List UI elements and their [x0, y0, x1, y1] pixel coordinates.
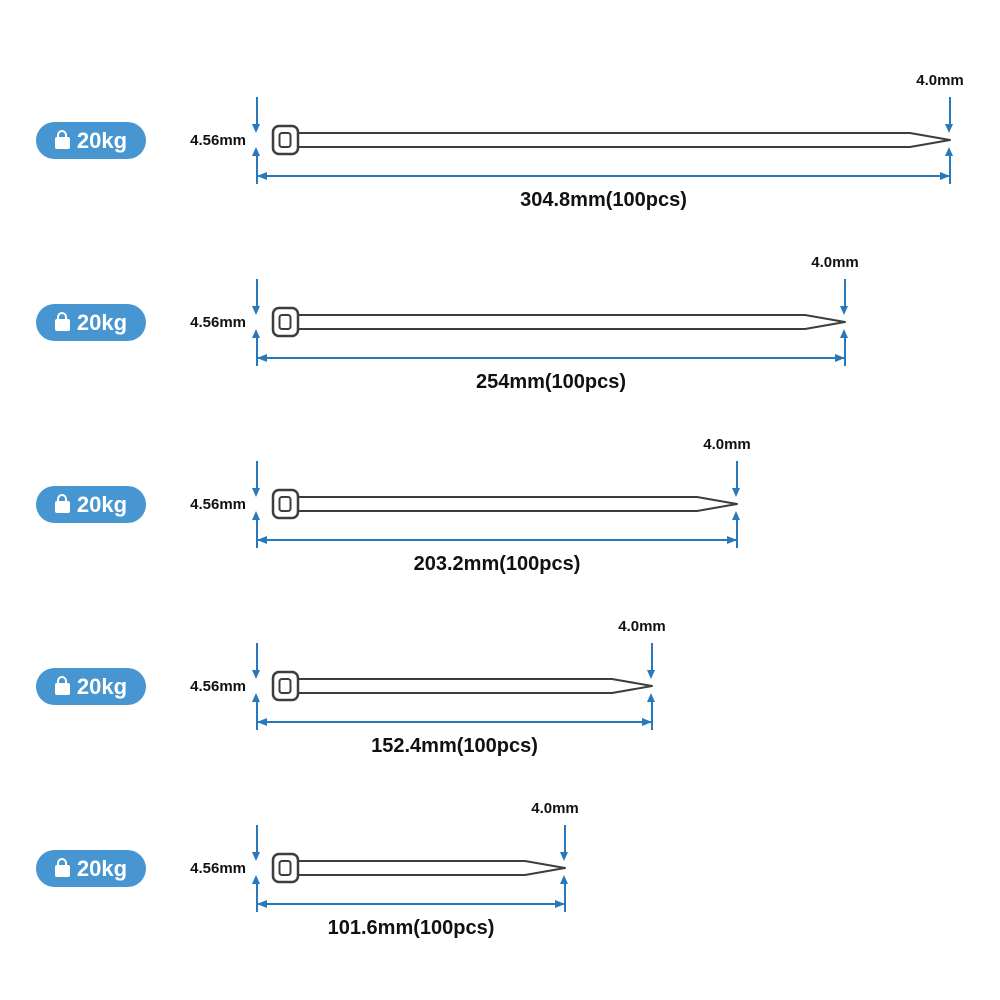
height-dim-arrow-up-icon — [252, 693, 260, 702]
weight-label: 20kg — [76, 673, 128, 699]
tie-height-label: 4.56mm — [190, 314, 246, 331]
length-dim-arrow-right-icon — [940, 172, 950, 180]
weight-badge: 20kg — [36, 668, 146, 705]
tie-height-label: 4.56mm — [190, 860, 246, 877]
tip-width-label: 4.0mm — [618, 618, 666, 635]
tie-length-label: 101.6mm(100pcs) — [327, 917, 495, 939]
width-dim-arrow-up-icon — [647, 693, 655, 702]
lock-icon — [54, 494, 70, 513]
width-dim-arrow-up-icon — [560, 875, 568, 884]
height-dim-line-bottom — [256, 701, 258, 730]
tip-width-label: 4.0mm — [811, 254, 859, 271]
width-dim-line-top — [564, 825, 566, 854]
length-dim-line — [257, 175, 950, 177]
length-dim-arrow-right-icon — [835, 354, 845, 362]
cable-tie-drawing — [271, 670, 653, 702]
height-dim-line-bottom — [256, 883, 258, 912]
tie-height-label: 4.56mm — [190, 496, 246, 513]
length-dim-arrow-left-icon — [257, 354, 267, 362]
height-dim-arrow-up-icon — [252, 147, 260, 156]
tip-width-label: 4.0mm — [703, 436, 751, 453]
lock-icon — [54, 312, 70, 331]
weight-badge: 20kg — [36, 850, 146, 887]
width-dim-arrow-down-icon — [945, 124, 953, 133]
tie-height-label: 4.56mm — [190, 678, 246, 695]
height-dim-line-bottom — [256, 337, 258, 366]
width-dim-arrow-down-icon — [647, 670, 655, 679]
tie-length-label: 304.8mm(100pcs) — [520, 189, 687, 211]
width-dim-arrow-down-icon — [840, 306, 848, 315]
width-dim-line-bottom — [949, 155, 951, 184]
lock-icon — [54, 676, 70, 695]
cable-tie-spec-row: 20kg 4.56mm 4.0mm 254mm(100pcs) — [0, 234, 1000, 416]
tie-height-label: 4.56mm — [190, 132, 246, 149]
height-dim-arrow-down-icon — [252, 124, 260, 133]
width-dim-arrow-up-icon — [945, 147, 953, 156]
cable-tie-spec-row: 20kg 4.56mm 4.0mm 101.6mm(100pcs) — [0, 780, 1000, 962]
width-dim-arrow-down-icon — [560, 852, 568, 861]
cable-tie-drawing — [271, 488, 738, 520]
cable-tie-spec-row: 20kg 4.56mm 4.0mm 304.8mm(100pcs) — [0, 52, 1000, 234]
tip-width-label: 4.0mm — [531, 800, 579, 817]
cable-tie-spec-row: 20kg 4.56mm 4.0mm 152.4mm(100pcs) — [0, 598, 1000, 780]
width-dim-line-top — [651, 643, 653, 672]
cable-tie-drawing — [271, 124, 951, 156]
length-dim-arrow-right-icon — [642, 718, 652, 726]
width-dim-line-bottom — [564, 883, 566, 912]
lock-icon — [54, 130, 70, 149]
width-dim-arrow-up-icon — [732, 511, 740, 520]
width-dim-line-top — [844, 279, 846, 308]
cable-tie-spec-row: 20kg 4.56mm 4.0mm 203.2mm(100pcs) — [0, 416, 1000, 598]
height-dim-arrow-down-icon — [252, 488, 260, 497]
length-dim-arrow-left-icon — [257, 172, 267, 180]
length-dim-line — [257, 357, 845, 359]
length-dim-line — [257, 539, 737, 541]
height-dim-line-top — [256, 825, 258, 854]
width-dim-line-bottom — [736, 519, 738, 548]
tie-length-label: 152.4mm(100pcs) — [371, 735, 538, 757]
height-dim-arrow-up-icon — [252, 875, 260, 884]
weight-label: 20kg — [76, 855, 128, 881]
length-dim-arrow-left-icon — [257, 718, 267, 726]
weight-label: 20kg — [76, 309, 128, 335]
height-dim-line-top — [256, 643, 258, 672]
tie-length-label: 254mm(100pcs) — [475, 371, 627, 393]
height-dim-arrow-down-icon — [252, 670, 260, 679]
width-dim-line-top — [736, 461, 738, 490]
height-dim-line-bottom — [256, 155, 258, 184]
height-dim-arrow-down-icon — [252, 852, 260, 861]
height-dim-line-bottom — [256, 519, 258, 548]
weight-label: 20kg — [76, 491, 128, 517]
length-dim-line — [257, 721, 652, 723]
tie-length-label: 203.2mm(100pcs) — [413, 553, 581, 575]
length-dim-arrow-right-icon — [727, 536, 737, 544]
weight-badge: 20kg — [36, 122, 146, 159]
width-dim-line-top — [949, 97, 951, 126]
height-dim-line-top — [256, 461, 258, 490]
lock-icon — [54, 858, 70, 877]
height-dim-arrow-up-icon — [252, 511, 260, 520]
length-dim-arrow-right-icon — [555, 900, 565, 908]
weight-badge: 20kg — [36, 486, 146, 523]
cable-tie-drawing — [271, 306, 846, 338]
cable-tie-drawing — [271, 852, 566, 884]
tip-width-label: 4.0mm — [916, 72, 964, 89]
length-dim-arrow-left-icon — [257, 536, 267, 544]
width-dim-line-bottom — [844, 337, 846, 366]
height-dim-arrow-down-icon — [252, 306, 260, 315]
length-dim-arrow-left-icon — [257, 900, 267, 908]
weight-label: 20kg — [76, 127, 128, 153]
width-dim-arrow-down-icon — [732, 488, 740, 497]
weight-badge: 20kg — [36, 304, 146, 341]
width-dim-arrow-up-icon — [840, 329, 848, 338]
height-dim-line-top — [256, 279, 258, 308]
height-dim-arrow-up-icon — [252, 329, 260, 338]
height-dim-line-top — [256, 97, 258, 126]
width-dim-line-bottom — [651, 701, 653, 730]
length-dim-line — [257, 903, 565, 905]
